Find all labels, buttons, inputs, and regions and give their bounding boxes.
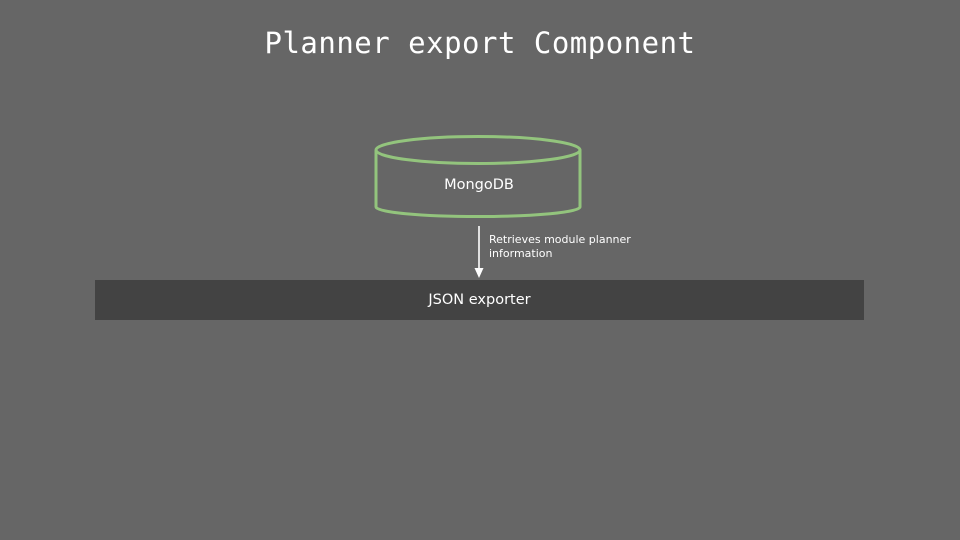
retrieves-arrow xyxy=(474,226,484,278)
page-title: Planner export Component xyxy=(264,26,696,60)
cylinder-top xyxy=(374,135,582,165)
mongodb-label: MongoDB xyxy=(444,177,514,193)
arrow-head-icon xyxy=(474,268,484,278)
json-exporter-label: JSON exporter xyxy=(428,292,531,308)
edge-label: Retrieves module planner information xyxy=(489,233,631,260)
mongodb-cylinder xyxy=(374,135,582,218)
cylinder-body xyxy=(374,150,582,218)
json-exporter-box: JSON exporter xyxy=(95,280,864,320)
